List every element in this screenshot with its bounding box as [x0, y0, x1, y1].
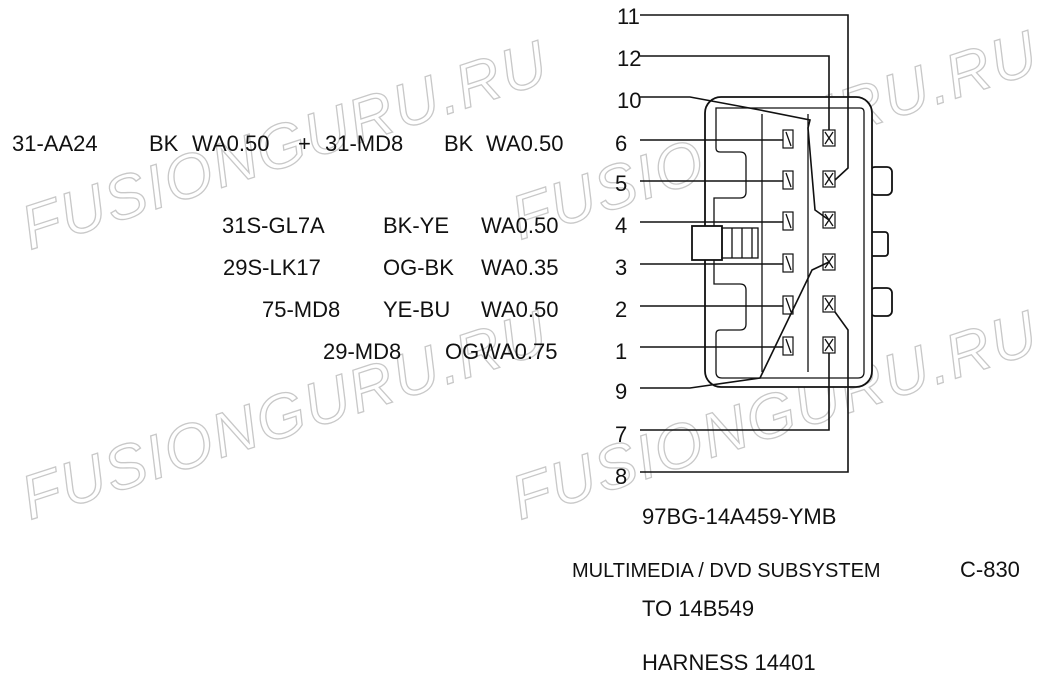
pin-number-9: 9	[615, 379, 627, 404]
pin-numbers: 11 12 10 6 5 4 3 2 1 9 7 8	[615, 4, 641, 489]
wire-circuit: 29S-LK17	[223, 255, 321, 280]
leader-lines	[640, 14, 849, 473]
wire-label-pin-2: 75-MD8 YE-BU WA0.50	[262, 297, 558, 322]
connector-to: TO 14B549	[642, 596, 754, 621]
connector-id: C-830	[960, 557, 1020, 582]
watermark: FUSIONGURU.RU	[13, 298, 557, 533]
pin-number-5: 5	[615, 171, 627, 196]
wire-label-pin-3: 29S-LK17 OG-BK WA0.35	[223, 255, 558, 280]
wire-color: OG	[445, 339, 479, 364]
pin-number-2: 2	[615, 297, 627, 322]
pin-number-12: 12	[617, 46, 641, 71]
wire-gauge: WA0.50	[481, 297, 558, 322]
wire-circuit: 31-AA24	[12, 131, 98, 156]
wire-color: YE-BU	[383, 297, 450, 322]
wire-circuit: 75-MD8	[262, 297, 340, 322]
wire-joiner: +	[298, 131, 311, 156]
wire-circuit: 29-MD8	[323, 339, 401, 364]
pin-number-4: 4	[615, 213, 627, 238]
wire-circuit: 31S-GL7A	[222, 213, 325, 238]
pin-number-10: 10	[617, 88, 641, 113]
part-number: 97BG-14A459-YMB	[642, 504, 836, 529]
connector-info: 97BG-14A459-YMB MULTIMEDIA / DVD SUBSYST…	[572, 504, 1020, 675]
wire-label-pin-1: 29-MD8 OG WA0.75	[323, 339, 557, 364]
pin-number-1: 1	[615, 339, 627, 364]
wire-circuit-2: 31-MD8	[325, 131, 403, 156]
pin-number-3: 3	[615, 255, 627, 280]
cavity-column-left	[782, 129, 794, 356]
wire-gauge: WA0.50	[481, 213, 558, 238]
harness-number: HARNESS 14401	[642, 650, 816, 675]
wire-color-2: BK	[444, 131, 474, 156]
pin-number-8: 8	[615, 464, 627, 489]
wire-label-pin-6: 31-AA24 BK WA0.50 + 31-MD8 BK WA0.50	[12, 131, 563, 156]
pin-number-6: 6	[615, 131, 627, 156]
wire-color: BK	[149, 131, 179, 156]
wire-color: OG-BK	[383, 255, 454, 280]
pin-number-7: 7	[615, 422, 627, 447]
wire-gauge-2: WA0.50	[486, 131, 563, 156]
connector-description: MULTIMEDIA / DVD SUBSYSTEM	[572, 560, 881, 582]
wire-color: BK-YE	[383, 213, 449, 238]
wire-gauge: WA0.35	[481, 255, 558, 280]
wire-gauge: WA0.75	[480, 339, 557, 364]
wire-label-pin-4: 31S-GL7A BK-YE WA0.50	[222, 213, 558, 238]
wire-gauge: WA0.50	[192, 131, 269, 156]
pin-number-11: 11	[617, 4, 640, 29]
wire-labels: 31-AA24 BK WA0.50 + 31-MD8 BK WA0.50 31S…	[12, 131, 563, 364]
